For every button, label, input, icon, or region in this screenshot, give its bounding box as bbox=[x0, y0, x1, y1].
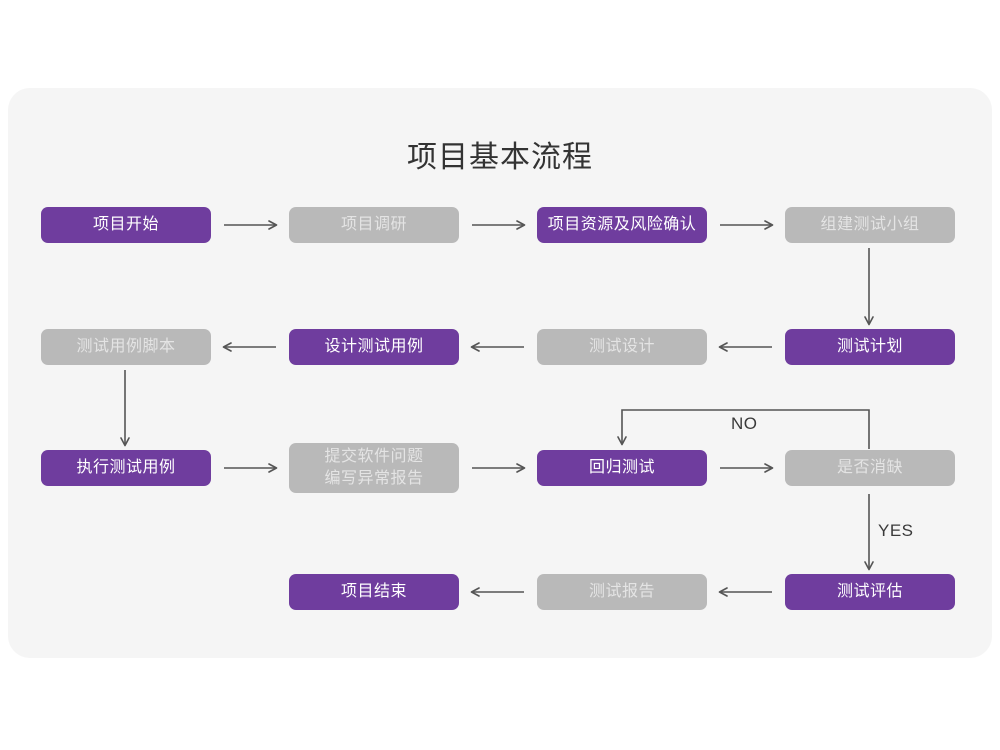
flow-node-design-test-case[interactable]: 设计测试用例 bbox=[289, 329, 459, 365]
flow-node-test-design[interactable]: 测试设计 bbox=[537, 329, 707, 365]
flow-node-submit-defect-report[interactable]: 提交软件问题 编写异常报告 bbox=[289, 443, 459, 493]
edge-label-no: NO bbox=[731, 414, 758, 433]
flow-node-execute-test-case[interactable]: 执行测试用例 bbox=[41, 450, 211, 486]
flow-node-form-test-team[interactable]: 组建测试小组 bbox=[785, 207, 955, 243]
flow-node-test-report[interactable]: 测试报告 bbox=[537, 574, 707, 610]
flow-node-regression-test[interactable]: 回归测试 bbox=[537, 450, 707, 486]
edge-label-yes: YES bbox=[878, 521, 914, 540]
page-title: 项目基本流程 bbox=[407, 141, 593, 174]
flowchart-card bbox=[8, 88, 992, 658]
flow-node-project-start[interactable]: 项目开始 bbox=[41, 207, 211, 243]
flow-node-project-research[interactable]: 项目调研 bbox=[289, 207, 459, 243]
flow-node-test-case-script[interactable]: 测试用例脚本 bbox=[41, 329, 211, 365]
flow-node-defect-cleared-decision[interactable]: 是否消缺 bbox=[785, 450, 955, 486]
flow-node-test-evaluation[interactable]: 测试评估 bbox=[785, 574, 955, 610]
flow-node-test-plan[interactable]: 测试计划 bbox=[785, 329, 955, 365]
flow-node-project-end[interactable]: 项目结束 bbox=[289, 574, 459, 610]
flow-node-resource-risk-confirm[interactable]: 项目资源及风险确认 bbox=[537, 207, 707, 243]
